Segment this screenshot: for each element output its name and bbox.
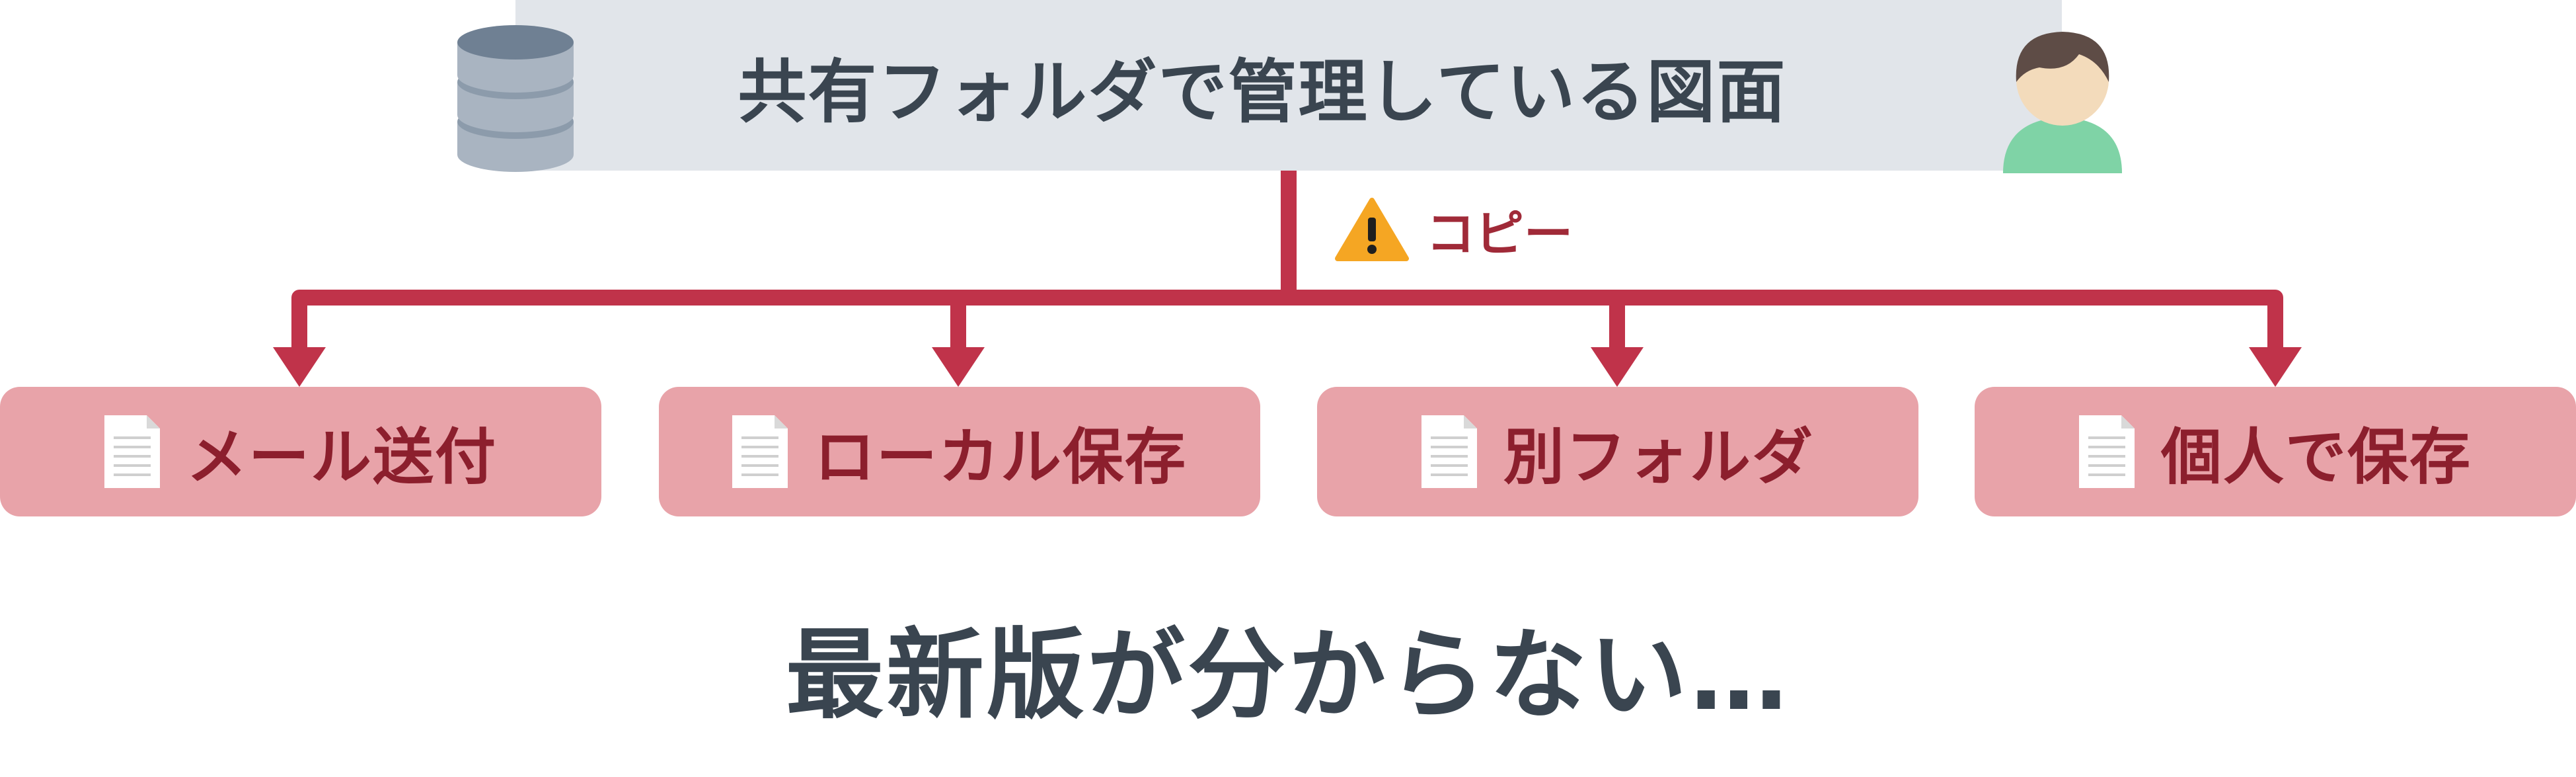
copy-label: コピー [1335, 193, 1573, 266]
destination-label: メール送付 [186, 421, 497, 493]
destination-personal-save: 個人で保存 [1975, 387, 2576, 516]
destination-other-folder: 別フォルダ [1317, 387, 1918, 516]
page-title: 共有フォルダで管理している図面 [738, 51, 1787, 132]
document-icon [732, 415, 788, 488]
warning-icon [1335, 198, 1409, 261]
copy-connector-lines [273, 171, 2302, 387]
person-icon [2003, 32, 2122, 173]
database-icon [457, 25, 574, 172]
document-icon [2078, 415, 2135, 488]
document-icon [104, 415, 160, 488]
copy-text: コピー [1426, 205, 1573, 263]
shared-folder-banner [515, 0, 2062, 171]
destination-local-save: ローカル保存 [659, 387, 1260, 516]
destination-label: 個人で保存 [2160, 421, 2472, 493]
destination-email: メール送付 [0, 387, 601, 516]
conclusion-text: 最新版が分からない… [786, 618, 1790, 732]
destination-label: 別フォルダ [1503, 421, 1814, 493]
destination-label: ローカル保存 [814, 421, 1187, 493]
document-icon [1421, 415, 1477, 488]
